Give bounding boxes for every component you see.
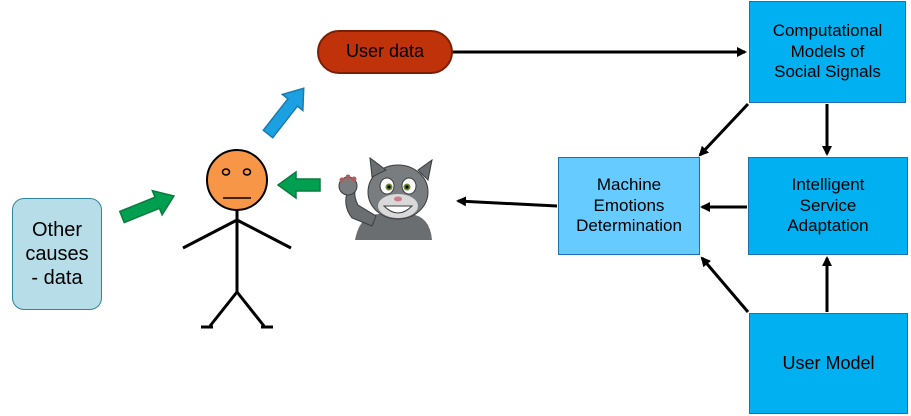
user-model-box (749, 313, 908, 414)
user-data-pill (317, 30, 453, 74)
user-model-label: User Model (782, 352, 875, 373)
green-arrow-character-to-person (276, 170, 321, 200)
person-icon (182, 149, 292, 329)
arrow-emotions-to-character (456, 196, 558, 208)
arrow-usermodel-to-emotions (700, 256, 750, 313)
blue-arrow-person-to-userdata (262, 87, 305, 139)
other-causes-box (12, 198, 102, 310)
machine-emotions-label: Machine Emotions Determination (576, 175, 682, 236)
cartoon-cat-icon (338, 156, 433, 240)
green-arrow-causes-to-person (118, 189, 176, 224)
arrow-models-to-emotions (698, 102, 750, 157)
computational-models-box (749, 1, 906, 103)
user-data-label: User data (345, 41, 425, 62)
intelligent-service-box (748, 157, 908, 255)
intelligent-service-label: Intelligent Service Adaptation (787, 175, 869, 236)
machine-emotions-box (558, 157, 700, 255)
other-causes-label: Other causes - data (25, 219, 89, 289)
computational-models-label: Computational Models of Social Signals (772, 21, 883, 82)
